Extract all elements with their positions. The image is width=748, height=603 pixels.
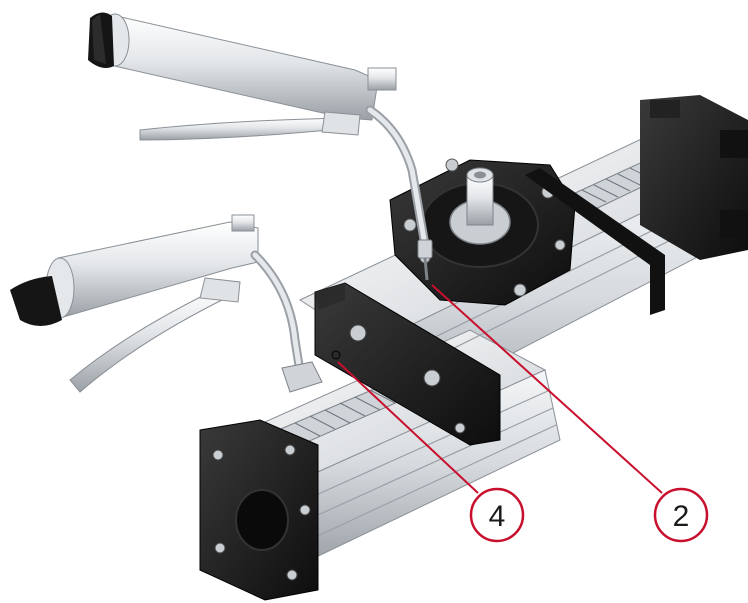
output-flange [389,158,576,306]
grease-gun-upper [88,12,433,281]
left-end-cap [199,419,319,601]
callout-circle-2 [653,487,709,543]
right-end-cap [640,95,748,260]
actuator-body [199,95,748,601]
leader-line-2 [431,284,663,494]
carriage [314,282,501,446]
callout-4: 4 [337,361,525,543]
callout-label-4: 4 [489,500,506,533]
leader-line-4 [337,361,479,494]
callout-label-2: 2 [673,500,690,533]
callout-circle-4 [469,487,525,543]
callout-2: 2 [431,284,709,543]
body-band [525,168,665,315]
grease-gun-lower [10,214,323,393]
